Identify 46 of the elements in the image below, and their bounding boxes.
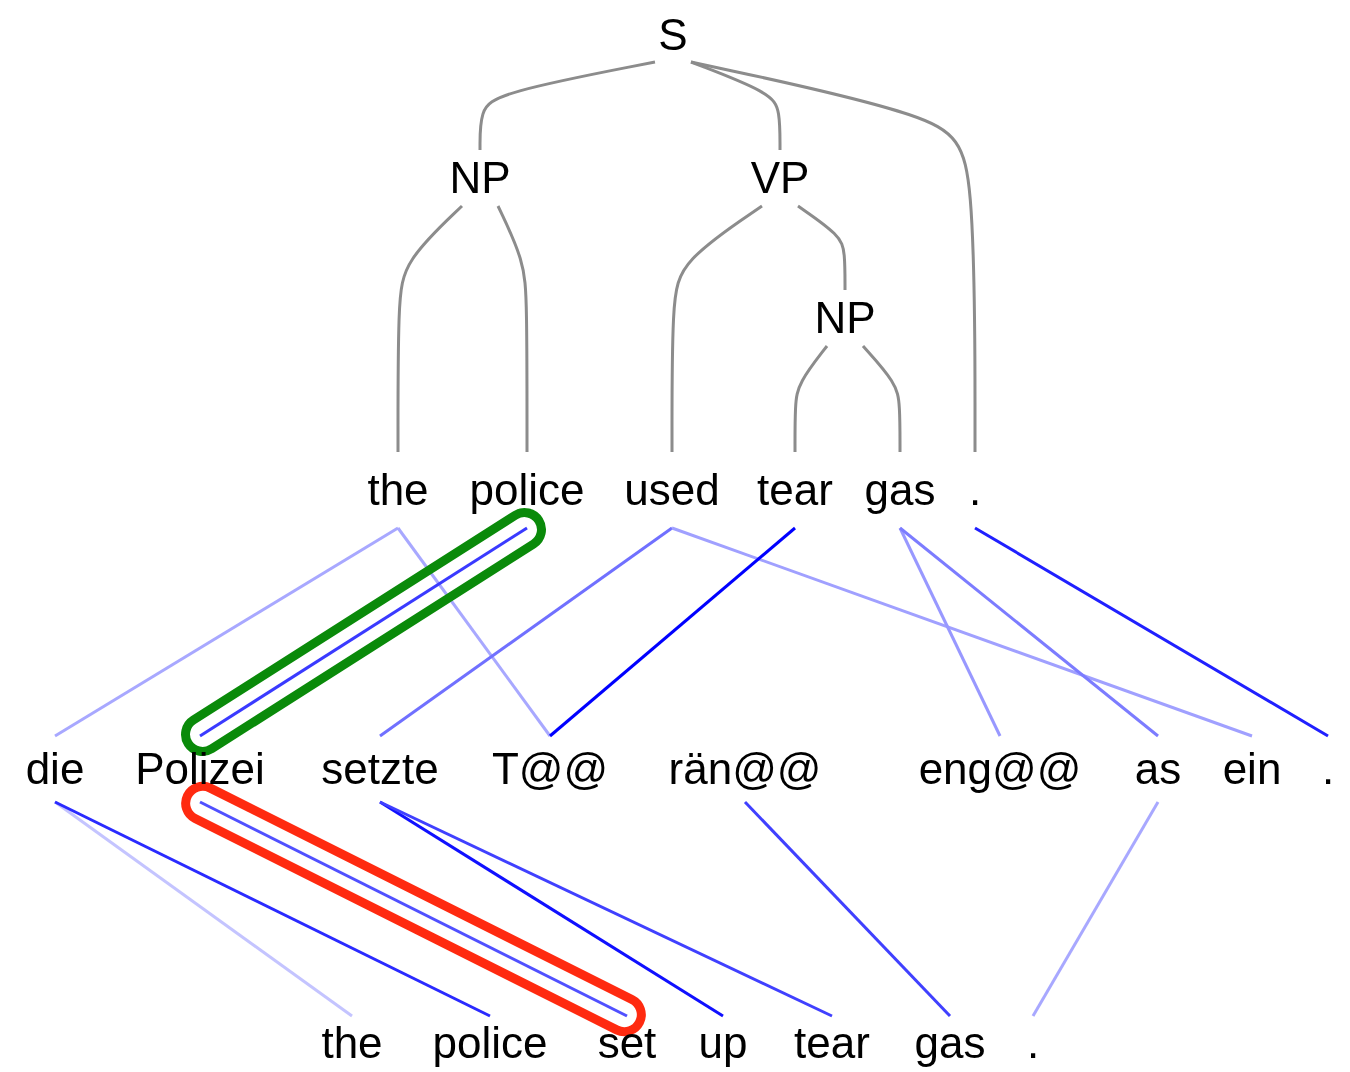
tree-branch (797, 204, 847, 290)
alignment-line (974, 526, 1329, 738)
alignment-line (1031, 801, 1160, 1017)
phrase-label: NP (445, 150, 515, 206)
source-word: used (620, 452, 724, 528)
target-word: . (1022, 1016, 1044, 1070)
source-word: . (964, 452, 986, 528)
alignment-line (54, 800, 491, 1018)
target-word: up (694, 1016, 752, 1070)
source-word: tear (753, 452, 837, 528)
subword-token: T@@ (487, 736, 613, 802)
source-word: the (363, 452, 433, 528)
subword-token: rän@@ (664, 736, 826, 802)
alignment-line (898, 527, 1002, 737)
target-word: the (317, 1016, 387, 1070)
alignment-line (743, 800, 952, 1018)
tree-branch (793, 345, 829, 452)
alignment-line (396, 527, 552, 737)
tree-branch (670, 204, 763, 452)
alignment-line (549, 526, 796, 738)
subword-token: as (1130, 736, 1186, 802)
target-word: gas (910, 1016, 990, 1070)
phrase-label: S (654, 8, 692, 62)
source-word: gas (860, 452, 940, 528)
tree-branch (478, 60, 656, 150)
subword-token: die (21, 736, 89, 802)
alignment-line (671, 526, 1253, 738)
target-word: police (428, 1016, 552, 1070)
alignment-line (54, 526, 399, 738)
tree-branch (496, 205, 529, 452)
target-word: tear (790, 1016, 874, 1070)
subword-token: Polizei (131, 736, 269, 802)
phrase-label: NP (810, 290, 880, 346)
phrase-label: VP (746, 150, 814, 206)
subword-token: ein (1218, 736, 1286, 802)
tree-branch (861, 345, 902, 452)
source-word: police (465, 452, 589, 528)
subword-token: eng@@ (914, 736, 1086, 802)
tree-branch (690, 60, 977, 452)
subword-token: . (1317, 736, 1339, 802)
alignment-line (379, 800, 833, 1018)
alignment-line (379, 526, 673, 738)
tree-branch (396, 204, 464, 452)
target-word: set (593, 1016, 661, 1070)
subword-token: setzte (317, 736, 443, 802)
alignment-line (899, 526, 1159, 738)
